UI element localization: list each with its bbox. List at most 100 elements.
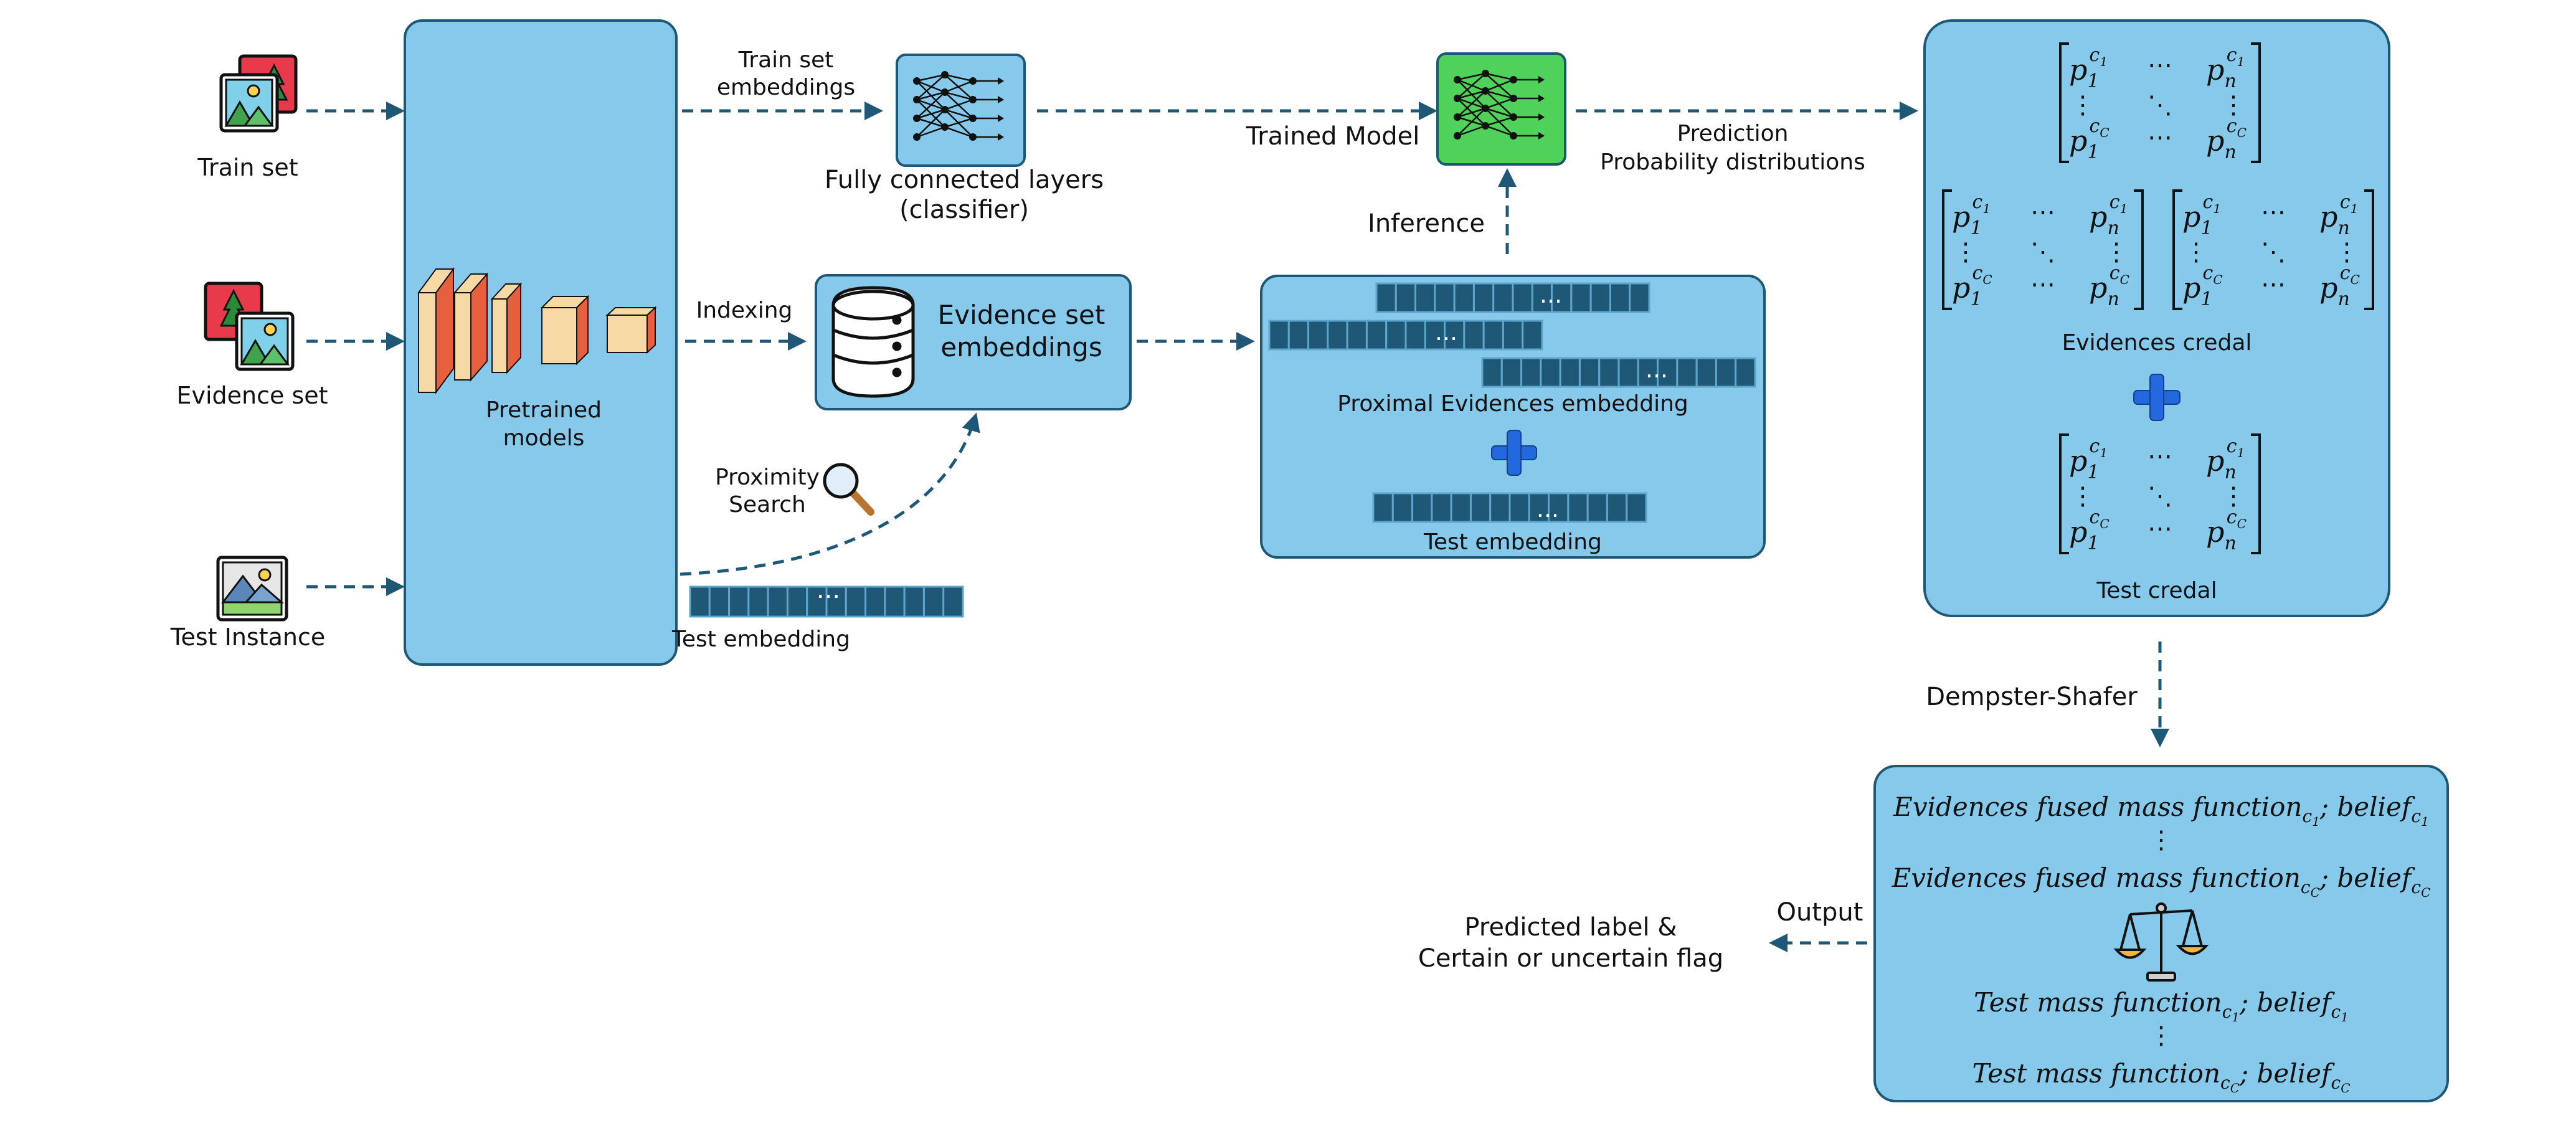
matrix-ddots: ⋱: [2261, 238, 2286, 267]
embedding-cell: [845, 585, 867, 618]
embedding-cell: [1424, 320, 1446, 351]
embedding-cell: [1735, 357, 1756, 388]
matrix-bracket-right: [2251, 433, 2261, 554]
matrix-vdots: ⋮: [2334, 238, 2359, 267]
bar-dots: ...: [1435, 318, 1457, 346]
embedding-cell: [1617, 357, 1639, 388]
cnn-layers-icon: [417, 267, 657, 395]
embedding-cell: [922, 585, 945, 618]
embedding-cell: [786, 585, 808, 618]
matrix-hdots: ⋯: [2030, 198, 2055, 227]
embedding-cell: [1492, 282, 1514, 313]
embedding-cell: [1287, 320, 1310, 351]
embedding-cell: [1385, 320, 1407, 351]
embedding-cell: [1609, 282, 1631, 313]
bar-dots: ...: [1540, 281, 1562, 308]
images-icon: [221, 56, 296, 131]
embedding-cell: [1548, 492, 1570, 523]
embedding-cell: [1481, 357, 1503, 388]
magnifier-icon: [823, 463, 874, 516]
embedding-cell: [1411, 492, 1433, 523]
embedding-cell: [767, 585, 788, 618]
embedding-cell: [1434, 282, 1456, 313]
inference-label: Inference: [1368, 209, 1485, 238]
embedding-cell: [1453, 282, 1475, 313]
fusion-formula: Test mass functionc1; beliefc1: [1974, 987, 2349, 1025]
train-embeddings-label-line2: embeddings: [717, 75, 855, 100]
embedding-cell: [1586, 492, 1608, 523]
embedding-cell: [1540, 357, 1561, 388]
embedding-cell: [689, 585, 711, 618]
embedding-cell: [1414, 282, 1436, 313]
embedding-cell: [1676, 357, 1698, 388]
embedding-cell: [1431, 492, 1452, 523]
matrix-bracket-left: [2059, 42, 2069, 163]
embedding-cell: [1327, 320, 1348, 351]
embedding-cell: [1472, 282, 1495, 313]
embedding-cell: [1528, 492, 1550, 523]
matrix-vdots: ⋮: [2221, 482, 2246, 511]
embedding-cell: [1482, 320, 1504, 351]
classifier-node: Fully connected layers (classifier): [825, 54, 1104, 224]
embedding-cell: [1629, 282, 1650, 313]
proximal-evidences-label: Proximal Evidences embedding: [1337, 391, 1688, 417]
test-credal-label: Test credal: [2096, 578, 2217, 604]
database-icon: [831, 286, 915, 398]
embedding-cell: [1520, 357, 1542, 388]
embedding-cell: [1508, 492, 1530, 523]
embedding-cell: [1469, 492, 1492, 523]
embedding-cell: [1567, 492, 1589, 523]
proximity-label-line2: Search: [729, 492, 806, 518]
trained-model-node: [1436, 52, 1566, 166]
plus-icon: [1491, 430, 1537, 476]
embedding-cell: [942, 585, 964, 618]
image-icon: [216, 556, 288, 622]
embedding-cell: [1346, 320, 1368, 351]
embedding-cell: [708, 585, 731, 618]
indexing-label: Indexing: [696, 298, 793, 323]
train-set-label: Train set: [197, 154, 298, 181]
embedding-bar: [1372, 492, 1647, 523]
evidence-embeddings-node: Evidence set embeddings: [815, 274, 1132, 410]
embedding-cell: [1395, 282, 1417, 313]
proximal-evidences-panel: ... ... ... Proximal Evidences embedding…: [1260, 275, 1766, 559]
pretrained-label-line2: models: [503, 425, 585, 451]
embedding-cell: [1489, 492, 1511, 523]
matrix-hdots: ⋯: [2030, 270, 2055, 299]
embedding-cell: [1372, 492, 1394, 523]
embedding-cell: [1606, 492, 1628, 523]
prediction-label-line2: Probability distributions: [1600, 149, 1865, 175]
embedding-cell: [1522, 320, 1543, 351]
test-embedding-bar: ... Test embedding: [671, 575, 964, 652]
evidences-credal-label: Evidences credal: [2062, 330, 2252, 356]
output-label: Output: [1777, 898, 1863, 927]
dempster-shafer-label: Dempster-Shafer: [1926, 683, 2138, 711]
embedding-bar: [689, 585, 964, 618]
train-set-input: Train set: [197, 56, 298, 181]
embedding-cell: [1450, 492, 1472, 523]
matrix-bracket-left: [2172, 189, 2182, 310]
matrix-bracket-left: [2059, 433, 2069, 554]
fusion-panel: Evidences fused mass functionc1; beliefc…: [1873, 765, 2449, 1102]
bar-dots: ...: [817, 575, 840, 604]
arrow-proximity-search: [680, 412, 980, 576]
embedding-bar: [1481, 357, 1756, 388]
bar-dots: ...: [1537, 495, 1559, 523]
images-icon: [204, 282, 295, 371]
balance-scale-icon: [2113, 902, 2209, 982]
matrix-ddots: ⋱: [2147, 482, 2172, 511]
pretrained-label-line1: Pretrained: [486, 397, 602, 423]
embedding-cell: [903, 585, 925, 618]
embedding-cell: [1365, 320, 1388, 351]
matrix-hdots: ⋯: [2261, 270, 2286, 299]
matrix-bracket-right: [2134, 189, 2144, 310]
matrix-vdots: ⋮: [2221, 91, 2246, 120]
fusion-formula: Test mass functioncC; beliefcC: [1972, 1058, 2350, 1096]
matrix-ddots: ⋱: [2147, 91, 2172, 120]
test-instance-input: Test Instance: [170, 556, 325, 651]
matrix-vdots: ⋮: [1953, 238, 1978, 267]
